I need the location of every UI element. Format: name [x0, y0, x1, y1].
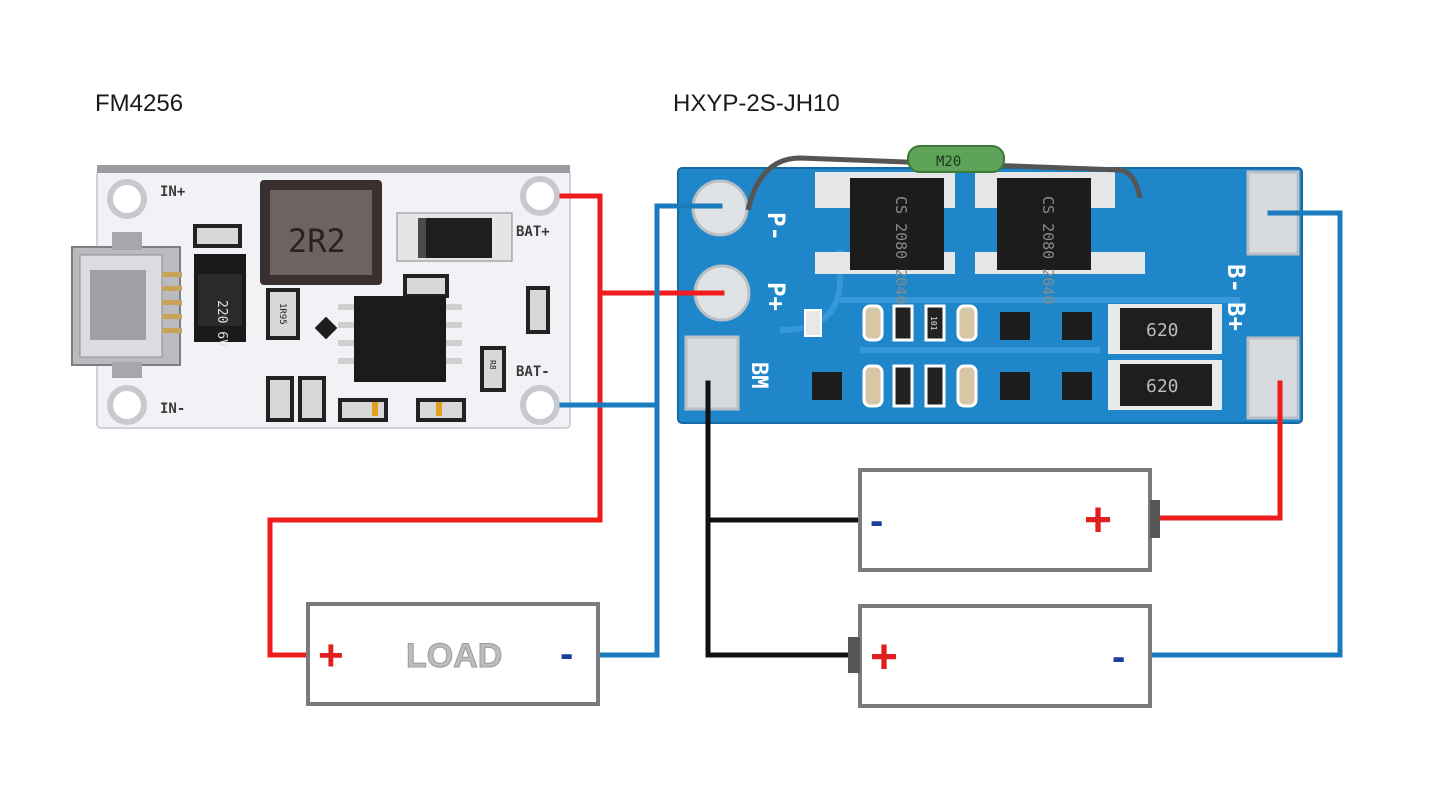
wire-positive-load [267, 193, 603, 658]
mosfet-2: CS 2080 2040 [975, 172, 1145, 304]
battery-bottom-minus: - [1112, 635, 1125, 679]
shunt-2-marking: 620 [1146, 376, 1179, 397]
mosfet-1: CS 2080 2040 [815, 172, 955, 304]
charger-pcb-edge [97, 165, 570, 173]
small-res-marking: 101 [929, 316, 938, 331]
label-p-minus: P- [762, 212, 790, 241]
wire-b-plus [1157, 380, 1283, 521]
through-hole-resistor: M20 [745, 145, 1143, 211]
label-bat-minus: BAT- [516, 364, 550, 380]
mosfet-1-marking: CS 2080 2040 [892, 196, 910, 304]
battery-top-body [858, 468, 1152, 572]
shunt-1-marking: 620 [1146, 320, 1179, 341]
charger-pad-in-plus [107, 179, 147, 219]
label-in-minus: IN- [160, 401, 185, 417]
inductor: 2R2 [260, 180, 382, 285]
schottky-diode [396, 212, 513, 262]
bms-traces [779, 250, 1240, 353]
label-p-plus: P+ [762, 282, 790, 311]
battery-top-plus: + [1084, 494, 1112, 547]
load-box: + LOAD - [306, 602, 600, 706]
label-b-plus: B+ [1222, 302, 1250, 331]
micro-usb-connector [71, 232, 182, 378]
mosfet-2-marking: CS 2080 2040 [1039, 196, 1057, 304]
inductor-marking: 2R2 [288, 222, 346, 260]
charger-pad-in-minus [107, 385, 147, 425]
wires [267, 193, 1343, 658]
load-label: LOAD [406, 637, 502, 675]
battery-top-minus: - [870, 499, 883, 543]
battery-top: - + [858, 468, 1160, 572]
label-bm: BM [746, 362, 771, 389]
charger-pad-bat-plus [520, 176, 560, 216]
battery-top-terminal [1150, 500, 1160, 538]
tantalum-capacitor: 220 6V [194, 254, 246, 347]
charger-board: IN+ IN- BAT+ BAT- 2R2 [71, 165, 571, 429]
bms-board: P- P+ BM B- B+ CS 2080 2040 CS 2080 2040… [677, 145, 1303, 424]
charger-smd-parts: 1R95 R8 [193, 224, 550, 422]
wire-negative-load [595, 203, 723, 658]
battery-bottom: + - [848, 604, 1152, 708]
bms-pad-bm [684, 335, 740, 411]
cap-marking: 220 6V [214, 300, 229, 347]
bms-smd-parts: 101 [804, 304, 1092, 408]
bms-pad-b-plus [1246, 336, 1300, 420]
load-plus-sign: + [318, 631, 344, 680]
wire-b-minus [1147, 210, 1343, 658]
load-minus-sign: - [560, 632, 573, 676]
battery-bottom-body [858, 604, 1152, 708]
resistor-marking: 1R95 [277, 303, 287, 325]
wire-bm-bottom [705, 380, 851, 658]
load-rect [306, 602, 600, 706]
label-b-minus: B- [1222, 264, 1250, 293]
charger-ic [338, 296, 462, 382]
shunt-resistors: 620 620 [1108, 304, 1222, 410]
small-resistor-marking: R8 [488, 360, 497, 370]
bms-board-title: HXYP-2S-JH10 [673, 90, 840, 117]
charger-board-title: FM4256 [95, 90, 184, 117]
label-in-plus: IN+ [160, 184, 185, 200]
resistor-m20-marking: M20 [936, 154, 961, 170]
battery-bottom-plus: + [870, 631, 898, 684]
label-bat-plus: BAT+ [516, 224, 550, 240]
battery-bottom-terminal [848, 637, 860, 673]
charger-pad-bat-minus [520, 385, 560, 425]
